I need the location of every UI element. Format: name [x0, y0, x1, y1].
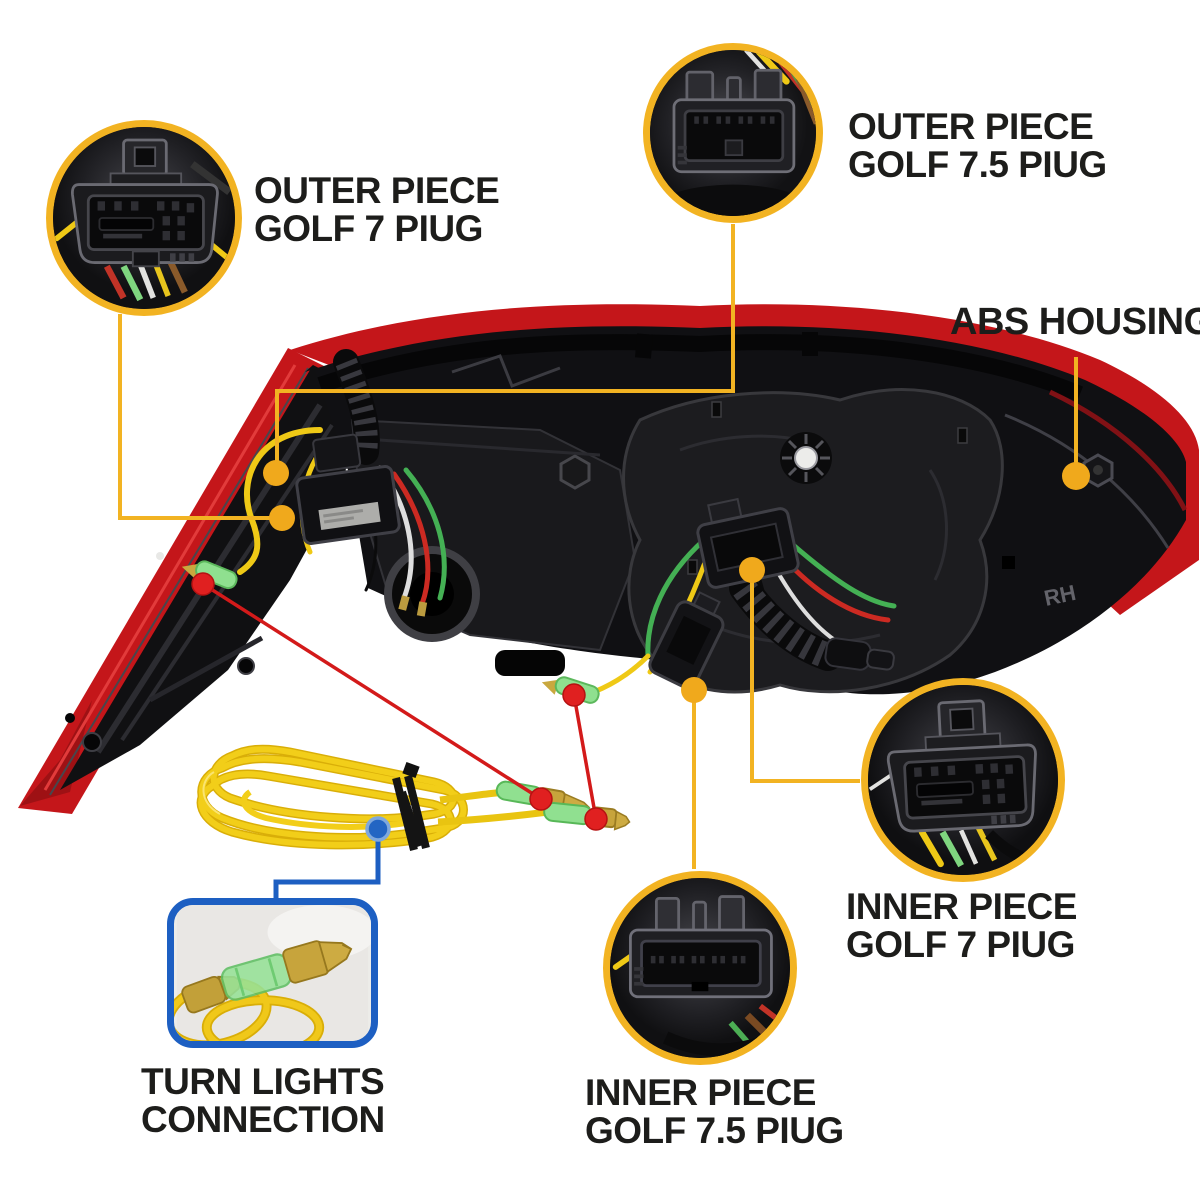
label-line: GOLF 7.5 PIUG — [585, 1110, 844, 1151]
leader-turn-wire-1 — [202, 582, 542, 801]
callout-box-turn-lights — [167, 898, 378, 1048]
label-line: TURN LIGHTS — [141, 1061, 385, 1102]
label-outer-piece-golf75: OUTER PIECE GOLF 7.5 PIUG — [848, 108, 1107, 184]
leader-outer-golf7 — [118, 314, 282, 520]
label-line: GOLF 7 PIUG — [254, 208, 483, 249]
turn-lights-connection-photo — [174, 905, 371, 1041]
label-inner-piece-golf7: INNER PIECE GOLF 7 PIUG — [846, 888, 1077, 964]
label-line: INNER PIECE — [846, 886, 1077, 927]
callout-circle-outer-golf7-plug — [46, 120, 242, 316]
leader-lines — [118, 224, 1078, 902]
marker-dots — [191, 460, 1090, 842]
label-line: OUTER PIECE — [848, 106, 1094, 147]
bullet-terminals — [495, 780, 631, 831]
label-line: CONNECTION — [141, 1099, 385, 1140]
label-turn-lights-connection: TURN LIGHTS CONNECTION — [141, 1063, 385, 1139]
label-outer-piece-golf7: OUTER PIECE GOLF 7 PIUG — [254, 170, 500, 249]
label-line: ABS HOUSING — [950, 301, 1200, 343]
label-inner-piece-golf75: INNER PIECE GOLF 7.5 PIUG — [585, 1074, 844, 1150]
leader-outer-golf75 — [275, 224, 735, 473]
callout-circle-inner-golf75-plug — [603, 871, 797, 1065]
connector-photo-outer-golf7 — [53, 127, 235, 309]
label-abs-housing: ABS HOUSING — [950, 303, 1200, 341]
label-line: INNER PIECE — [585, 1072, 816, 1113]
wiring-harness-left — [181, 349, 447, 617]
callout-circle-inner-golf7-plug — [861, 678, 1065, 882]
connector-photo-inner-golf7 — [868, 685, 1058, 875]
connector-photo-inner-golf75 — [610, 878, 790, 1058]
callout-circle-outer-golf75-plug — [643, 43, 823, 223]
leader-turn-wire-2 — [572, 694, 598, 820]
leader-inner-golf7 — [750, 574, 860, 783]
label-line: GOLF 7 PIUG — [846, 924, 1075, 965]
label-line: GOLF 7.5 PIUG — [848, 144, 1107, 185]
connector-photo-outer-golf75 — [650, 50, 816, 216]
label-line: OUTER PIECE — [254, 170, 500, 211]
leader-turn-lights — [273, 834, 381, 902]
